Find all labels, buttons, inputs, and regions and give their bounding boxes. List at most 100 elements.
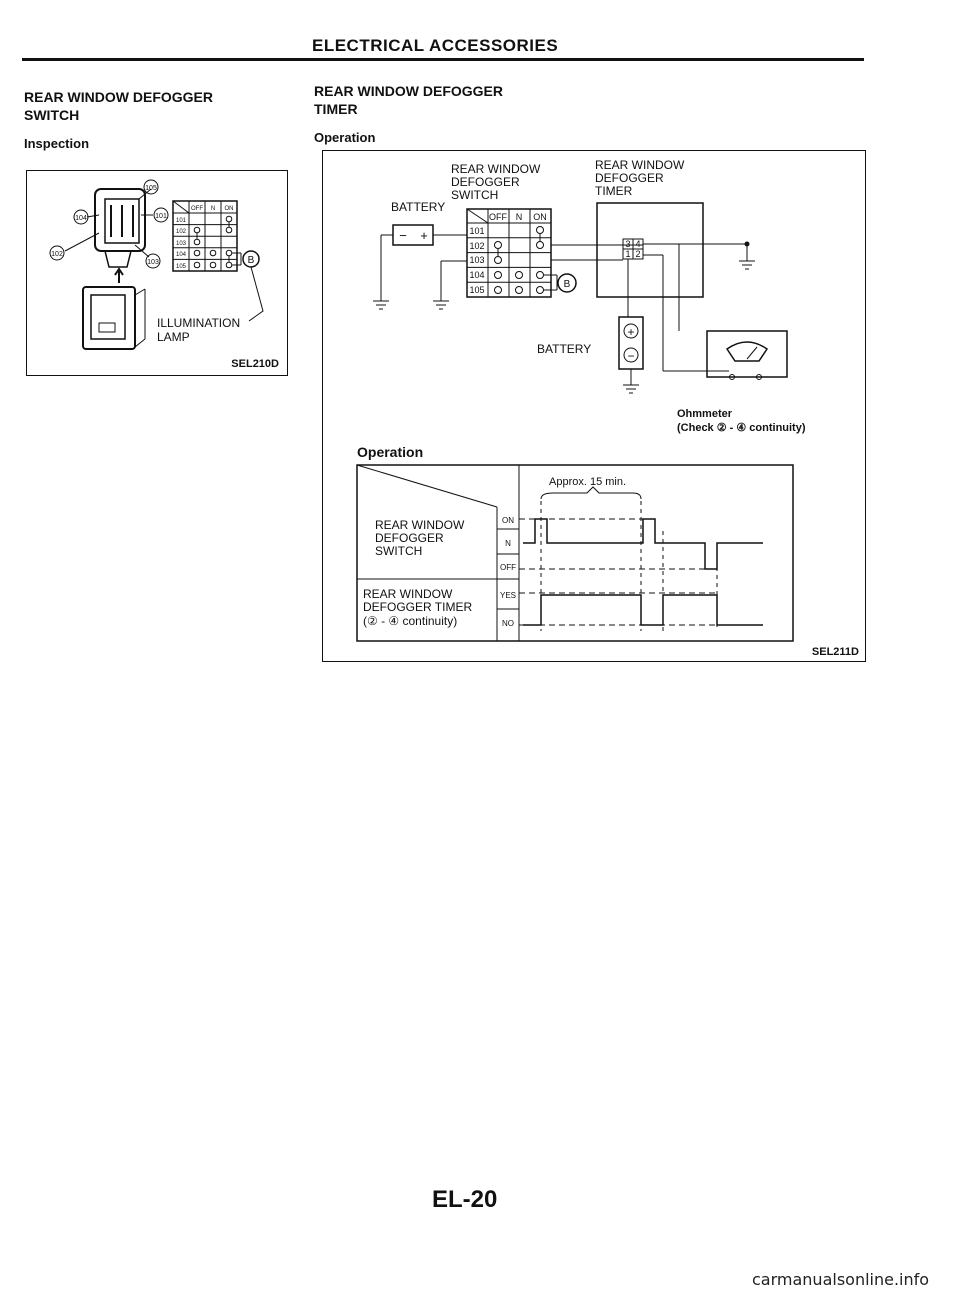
callout-103: 103 — [147, 259, 159, 266]
state-n: N — [505, 539, 511, 548]
lamp-label-1: ILLUMINATION — [157, 316, 240, 330]
battery-minus: − — [399, 228, 407, 243]
table-row-105: 105 — [469, 285, 484, 295]
switch-continuity-table: OFF N ON 101 102 103 104 105 B — [466, 208, 577, 298]
switch-body — [82, 286, 136, 350]
lamp-symbol-callout: B — [248, 255, 255, 266]
terminal-2: 2 — [635, 249, 640, 259]
switch-knob — [90, 294, 126, 340]
callout-leader — [138, 188, 152, 200]
callout-circle — [73, 209, 89, 225]
timing-timer-label-3: (② - ④ continuity) — [363, 614, 457, 628]
state-no: NO — [502, 619, 514, 628]
callout-101: 101 — [155, 213, 167, 220]
row-105: 105 — [176, 264, 187, 270]
callout-104: 104 — [75, 215, 87, 222]
right-title-line2: TIMER — [314, 101, 358, 117]
switch-label-3: SWITCH — [451, 188, 498, 202]
arrow-icon — [114, 267, 124, 283]
timing-switch-label-3: SWITCH — [375, 544, 422, 558]
table-row-101: 101 — [469, 226, 484, 236]
lamp-label-2: LAMP — [157, 330, 190, 344]
figure-code-right: SEL211D — [812, 646, 859, 658]
switch-inspection-figure: 105 104 101 102 103 OFF N — [26, 170, 288, 376]
connector-face — [104, 198, 140, 244]
table-row-102: 102 — [469, 241, 484, 251]
left-title-line1: REAR WINDOW DEFOGGER — [24, 89, 213, 105]
lamp-leader — [248, 266, 264, 322]
table-col-off: OFF — [489, 212, 507, 222]
row-104: 104 — [176, 252, 187, 258]
table-col-on: ON — [533, 212, 547, 222]
defogger-symbol-icon — [98, 322, 116, 333]
connector-lock — [104, 250, 132, 268]
callout-circle — [145, 253, 161, 269]
switch-figure-svg: 105 104 101 102 103 OFF N — [49, 179, 279, 370]
terminal-4: 4 — [635, 239, 640, 249]
state-yes: YES — [500, 591, 516, 600]
callout-circle — [153, 207, 169, 223]
timer-label-1: REAR WINDOW — [595, 158, 685, 172]
row-103: 103 — [176, 241, 187, 247]
callout-105: 105 — [145, 185, 157, 192]
operation-label-2: Operation — [357, 444, 423, 460]
terminal-1: 1 — [625, 249, 630, 259]
timing-switch-label-1: REAR WINDOW — [375, 518, 465, 532]
timer-operation-figure: REAR WINDOW DEFOGGER SWITCH REAR WINDOW … — [322, 150, 866, 662]
switch-label-1: REAR WINDOW — [451, 162, 541, 176]
right-section-title: REAR WINDOW DEFOGGER TIMER — [314, 82, 503, 118]
ohmmeter-box — [706, 330, 788, 378]
figure-code-left: SEL210D — [231, 358, 279, 370]
switch-label-2: DEFOGGER — [451, 175, 520, 189]
battery-plus: + — [420, 228, 428, 243]
battery-right-plus: + — [627, 325, 634, 339]
table-col-n: N — [516, 212, 523, 222]
page-header: ELECTRICAL ACCESSORIES — [312, 36, 559, 55]
state-on: ON — [502, 516, 514, 525]
callout-leader — [86, 214, 100, 218]
terminal-3: 3 — [625, 239, 630, 249]
timer-figure-svg: REAR WINDOW DEFOGGER SWITCH REAR WINDOW … — [356, 158, 859, 658]
watermark: carmanualsonline.info — [752, 1270, 930, 1289]
ohmmeter-check: (Check ② - ④ continuity) — [677, 422, 806, 434]
row-102: 102 — [176, 229, 187, 235]
col-on: ON — [225, 206, 234, 212]
callout-circle — [49, 245, 65, 261]
timing-chart: Approx. 15 min. REAR WINDOW DEFOGGER SWI… — [356, 464, 794, 642]
timing-switch-label-2: DEFOGGER — [375, 531, 444, 545]
connector-body — [94, 188, 146, 252]
battery-right-minus: − — [627, 349, 634, 363]
col-off: OFF — [191, 206, 203, 212]
timing-timer-label-2: DEFOGGER TIMER — [363, 600, 472, 614]
left-subhead: Inspection — [24, 136, 90, 151]
timer-box — [596, 202, 704, 298]
ohmmeter-dial-icon — [725, 341, 769, 362]
col-n: N — [211, 206, 215, 212]
approx-label: Approx. 15 min. — [549, 476, 626, 488]
timer-label-3: TIMER — [595, 184, 633, 198]
callout-circle — [143, 179, 159, 195]
row-101: 101 — [176, 218, 187, 224]
callout-102: 102 — [51, 251, 63, 258]
table-row-104: 104 — [469, 270, 484, 280]
timer-label-2: DEFOGGER — [595, 171, 664, 185]
battery-left-label: BATTERY — [391, 200, 445, 214]
right-title-line1: REAR WINDOW DEFOGGER — [314, 83, 503, 99]
page-number: EL-20 — [432, 1186, 498, 1213]
left-title-line2: SWITCH — [24, 107, 80, 123]
timer-waveform — [523, 594, 763, 626]
right-subhead: Operation — [314, 130, 376, 145]
header-rule — [22, 58, 864, 61]
continuity-table: OFF N ON 101 102 103 104 105 B — [172, 200, 260, 272]
switch-side — [134, 288, 146, 296]
battery-right-label: BATTERY — [537, 342, 591, 356]
callout-leader — [134, 244, 150, 258]
table-row-103: 103 — [469, 255, 484, 265]
switch-waveform — [523, 518, 763, 570]
callout-leader — [64, 232, 100, 252]
state-off: OFF — [500, 563, 516, 572]
left-section-title: REAR WINDOW DEFOGGER SWITCH — [24, 88, 213, 124]
ohmmeter-label: Ohmmeter — [677, 408, 733, 420]
switch-side — [134, 338, 146, 348]
lamp-callout: B — [564, 279, 571, 290]
